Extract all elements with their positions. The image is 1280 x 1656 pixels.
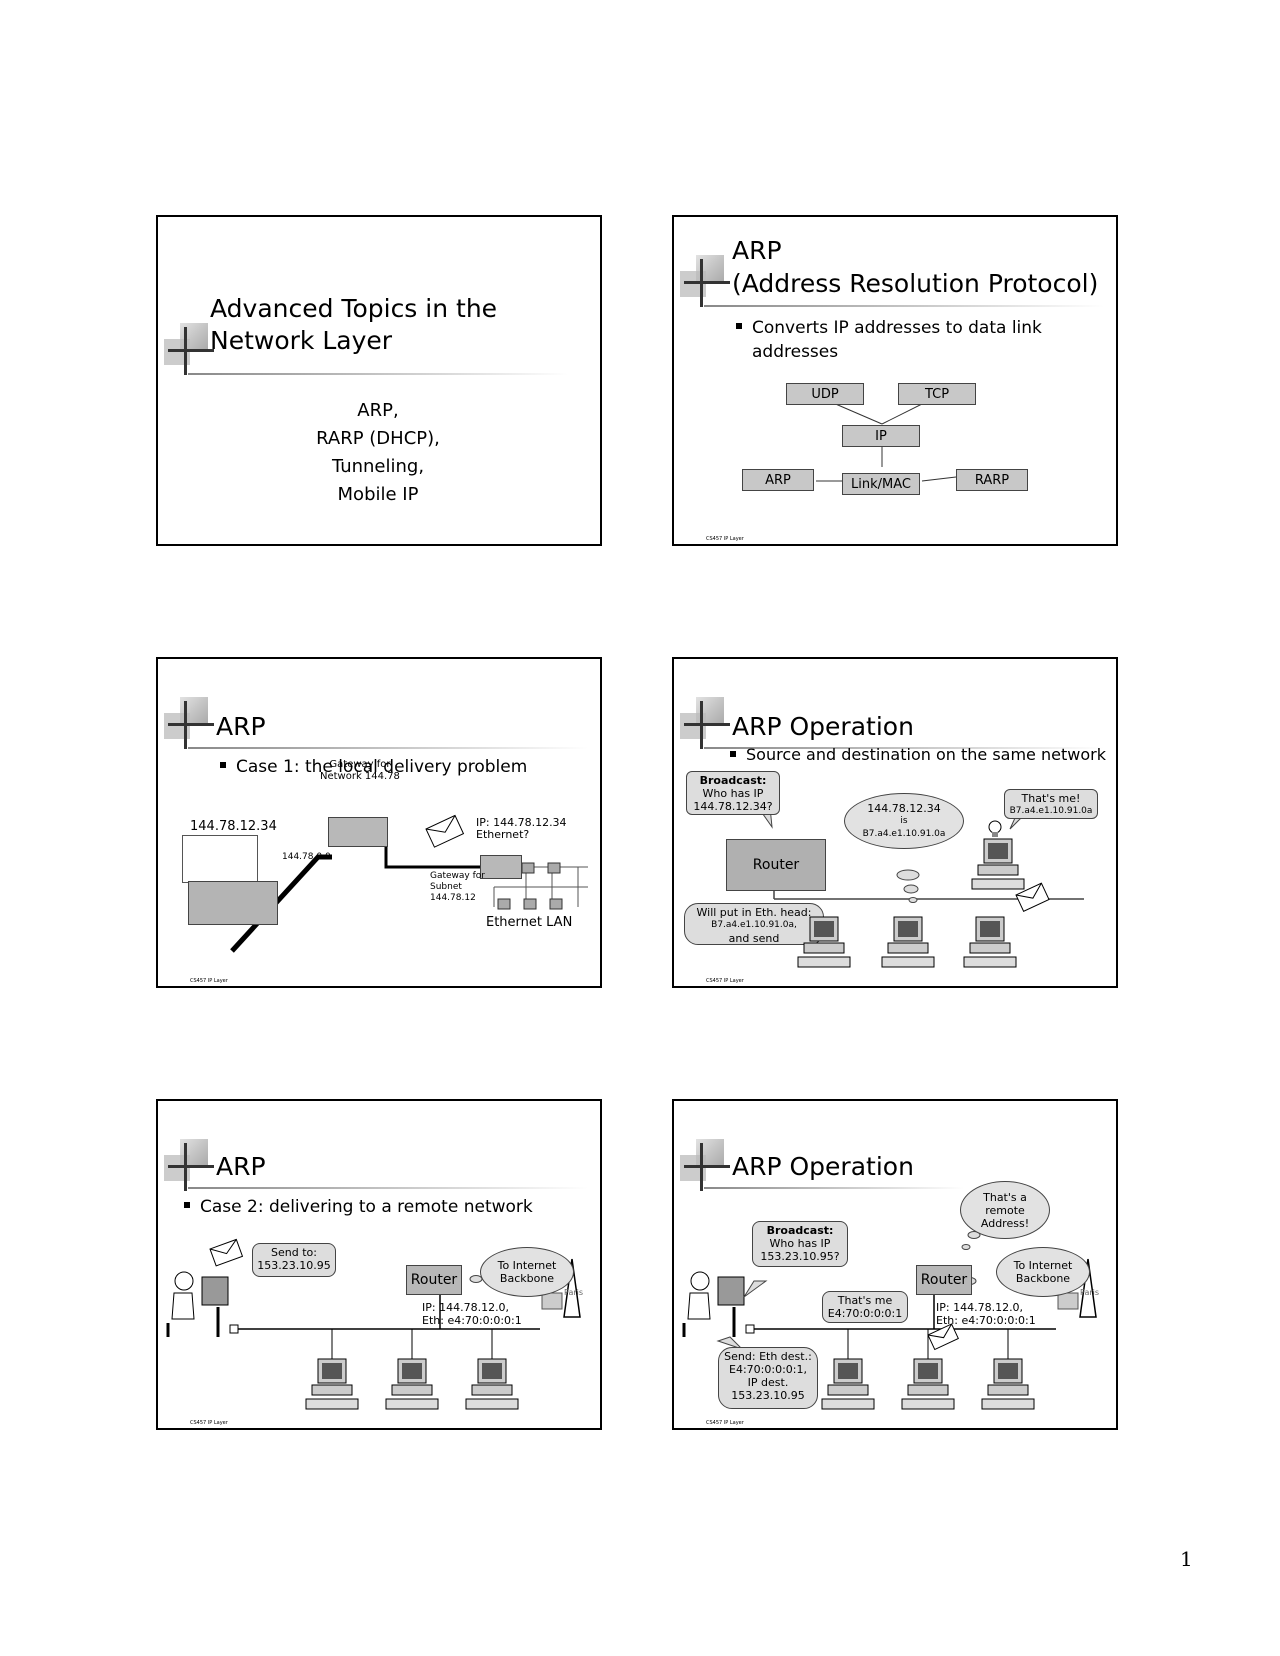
thats-me-bubble: That's me!B7.a4.e1.10.91.0a xyxy=(1004,789,1098,819)
computer-icon xyxy=(304,1357,360,1413)
lightbulb-icon xyxy=(988,820,1002,837)
computer-icon xyxy=(962,915,1018,971)
bullet-item: Case 2: delivering to a remote network xyxy=(184,1195,533,1219)
bullet-continuation: addresses xyxy=(752,342,839,362)
paris-label: Paris xyxy=(564,1288,584,1297)
computer-icon xyxy=(384,1357,440,1413)
paris-label: Paris xyxy=(1080,1288,1100,1297)
slide-4: ARP Operation Source and destination on … xyxy=(672,657,1118,988)
ethernet-lan-label: Ethernet LAN xyxy=(486,915,573,930)
router-box: Router xyxy=(406,1265,462,1295)
eiffel-tower-icon xyxy=(541,1258,581,1318)
user-at-computer-icon xyxy=(166,1271,229,1337)
slide-subtitle: ARP, RARP (DHCP), Tunneling, Mobile IP xyxy=(278,397,478,509)
rarp-box: RARP xyxy=(956,469,1028,491)
send-bubble: Send: Eth dest.:E4:70:0:0:0:1,IP dest.15… xyxy=(718,1347,818,1409)
title-rule xyxy=(704,305,1104,307)
slide-title-line1: Advanced Topics in the xyxy=(210,294,498,323)
arp-box: ARP xyxy=(742,469,814,491)
send-to-bubble: Send to:153.23.10.95 xyxy=(252,1243,336,1277)
slide-footer: CS457 IP Layer xyxy=(706,1420,744,1426)
eiffel-tower-icon xyxy=(1057,1258,1097,1318)
computer-icon xyxy=(880,915,936,971)
protocol-stack-connectors xyxy=(816,398,957,482)
slide-title: ARP Operation xyxy=(732,1152,914,1181)
udp-box: UDP xyxy=(786,383,864,405)
computer-icon xyxy=(900,1357,956,1413)
subnet-gateway-router xyxy=(480,855,522,879)
slide-5: ARP Case 2: delivering to a remote netwo… xyxy=(156,1099,602,1430)
network-address-label: 144.78.0.0 xyxy=(282,852,331,862)
slide-decoration-icon xyxy=(164,1139,220,1195)
will-put-bubble: Will put in Eth. head:B7.a4.e1.10.91.0a,… xyxy=(684,903,824,945)
slide-2: ARP (Address Resolution Protocol) Conver… xyxy=(672,215,1118,546)
user-at-computer-icon xyxy=(682,1271,745,1337)
title-rule xyxy=(704,1187,964,1189)
network-area-outline xyxy=(182,835,258,883)
envelope-icon xyxy=(927,1323,959,1351)
router-box: Router xyxy=(726,839,826,891)
slide-footer: CS457 IP Layer xyxy=(190,1420,228,1426)
title-rule xyxy=(188,373,568,375)
slide-decoration-icon xyxy=(680,255,736,311)
slide-decoration-icon xyxy=(164,697,220,753)
slide-footer: CS457 IP Layer xyxy=(190,978,228,984)
ip-box: IP xyxy=(842,425,920,447)
page-number: 1 xyxy=(1180,1547,1193,1571)
computer-icon xyxy=(970,837,1026,893)
lan-diagram-lines xyxy=(166,1238,581,1359)
slide-title-line2: Network Layer xyxy=(210,326,393,355)
router-box: Router xyxy=(916,1265,972,1295)
slide-decoration-icon xyxy=(680,1139,736,1195)
envelope-icon xyxy=(425,814,465,848)
slide-3: ARP Case 1: the local delivery problem G… xyxy=(156,657,602,988)
slide-title: ARP xyxy=(216,712,266,741)
slide-decoration-icon xyxy=(680,697,736,753)
link-mac-box: Link/MAC xyxy=(842,473,920,495)
tcp-box: TCP xyxy=(898,383,976,405)
envelope-icon xyxy=(1015,882,1050,912)
slide-title-line1: ARP xyxy=(732,236,782,265)
host-block xyxy=(188,881,278,925)
router-address-label: IP: 144.78.12.0,Eth: e4:70:0:0:0:1 xyxy=(422,1301,522,1327)
slide-footer: CS457 IP Layer xyxy=(706,978,744,984)
subtitle-line: Mobile IP xyxy=(337,484,419,505)
slide-title: ARP Operation xyxy=(732,712,914,741)
subtitle-line: ARP, xyxy=(357,400,399,421)
slide-decoration-icon xyxy=(164,323,220,379)
computer-icon xyxy=(980,1357,1036,1413)
bullet-item: Case 1: the local delivery problem xyxy=(220,755,527,779)
title-rule xyxy=(704,747,1104,749)
computer-icon xyxy=(464,1357,520,1413)
router-address-label: IP: 144.78.12.0,Eth: e4:70:0:0:0:1 xyxy=(936,1301,1036,1327)
subtitle-line: RARP (DHCP), xyxy=(316,428,440,449)
slide-title-line2: (Address Resolution Protocol) xyxy=(732,269,1099,298)
bullet-item: Converts IP addresses to data link xyxy=(736,316,1042,340)
computer-icon xyxy=(796,915,852,971)
slide-1: Advanced Topics in the Network Layer ARP… xyxy=(156,215,602,546)
subtitle-line: Tunneling, xyxy=(331,456,425,477)
envelope-icon xyxy=(209,1238,244,1267)
slide-title: ARP xyxy=(216,1152,266,1181)
computer-icon xyxy=(820,1357,876,1413)
lan-diagram-lines xyxy=(682,1231,1097,1359)
title-rule xyxy=(188,1187,588,1189)
title-rule xyxy=(188,747,588,749)
host-ip-label: 144.78.12.34 xyxy=(190,819,277,834)
bullet-item: Source and destination on the same netwo… xyxy=(730,743,1106,767)
slide-footer: CS457 IP Layer xyxy=(706,536,744,542)
gateway-router xyxy=(328,817,388,847)
